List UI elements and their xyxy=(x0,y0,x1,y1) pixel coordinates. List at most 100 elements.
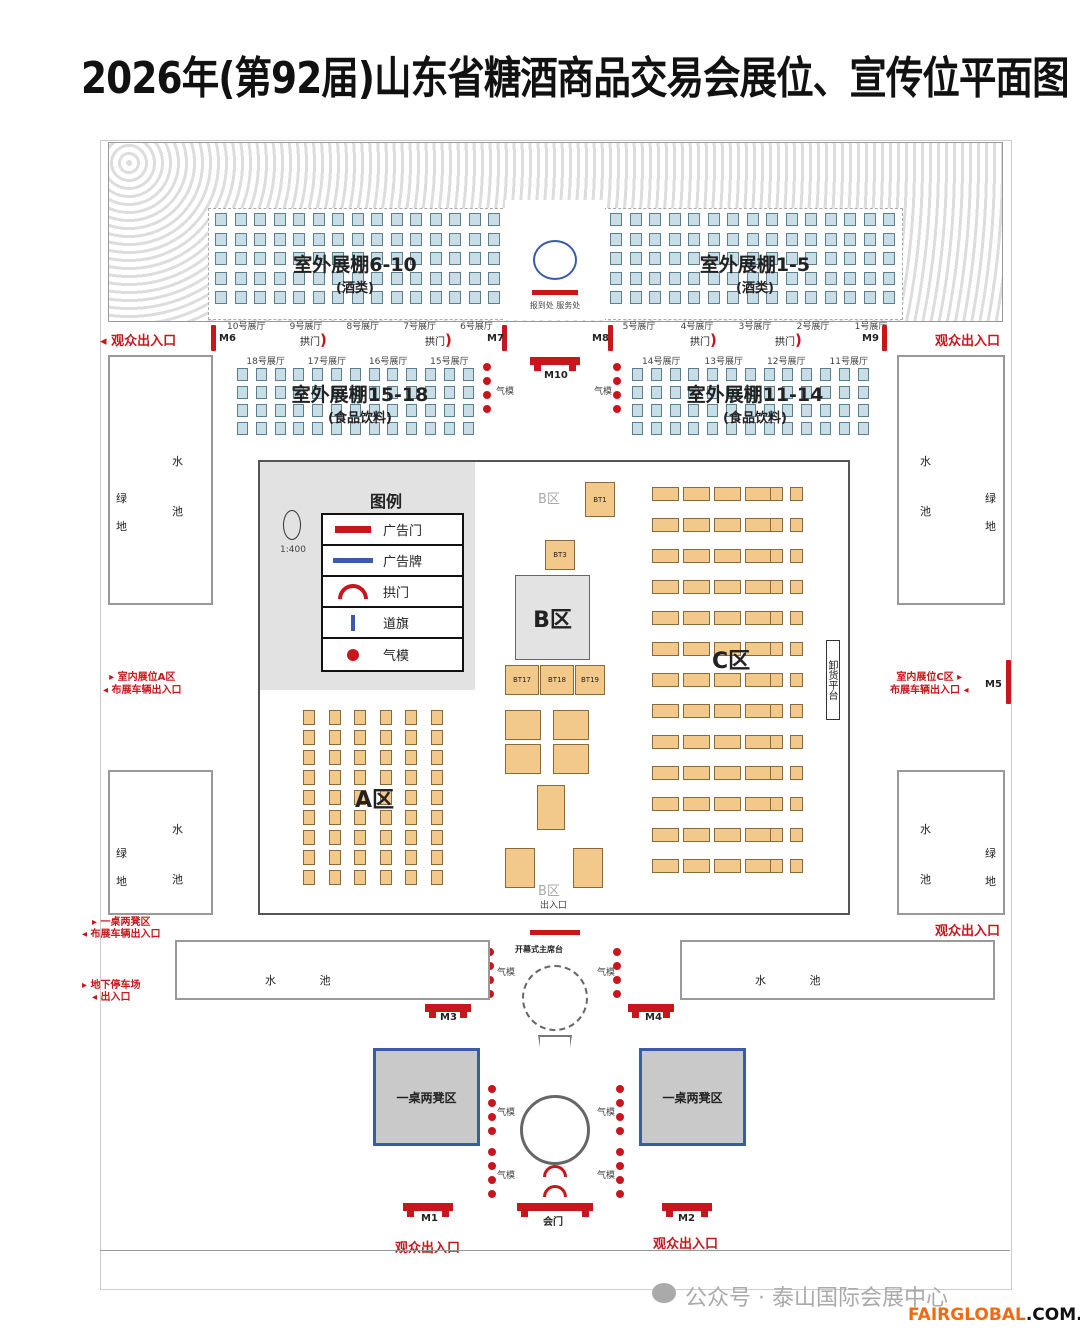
tent-sub: (酒类) xyxy=(736,280,774,296)
balloon-marker xyxy=(488,1127,496,1135)
booth xyxy=(234,213,247,226)
booth xyxy=(328,850,341,865)
pool-se xyxy=(897,770,1005,915)
green-char: 绿 xyxy=(116,847,127,860)
booth xyxy=(328,870,341,885)
balloon-marker xyxy=(613,391,621,399)
booth xyxy=(790,735,803,749)
booth xyxy=(443,386,455,399)
pool-char: 池 xyxy=(809,974,821,987)
booth xyxy=(746,232,759,246)
booth xyxy=(215,271,227,285)
balloon-label: 气模 xyxy=(497,968,516,978)
booth xyxy=(745,673,772,687)
booth xyxy=(745,766,772,780)
booth xyxy=(652,518,679,532)
booth xyxy=(303,750,315,765)
ad-gate-m6 xyxy=(211,325,216,351)
booth xyxy=(303,850,315,865)
booth xyxy=(274,386,286,399)
balloon-marker xyxy=(616,1099,624,1107)
booth xyxy=(390,252,403,265)
balloon-label: 气模 xyxy=(597,1108,616,1118)
booth xyxy=(652,859,679,873)
booth xyxy=(255,386,267,399)
booth xyxy=(770,642,783,656)
ad-gate-m7 xyxy=(502,325,507,351)
booth xyxy=(274,422,286,435)
booth xyxy=(714,704,741,718)
hall-label: 18号展厅 xyxy=(246,357,285,367)
booth xyxy=(683,673,710,687)
booth xyxy=(349,386,361,399)
booth xyxy=(293,422,305,435)
legend-label: 气模 xyxy=(383,649,410,664)
booth xyxy=(688,252,700,265)
booth xyxy=(883,291,895,304)
booth xyxy=(745,797,772,811)
booth xyxy=(632,422,643,435)
balloon-marker xyxy=(613,377,621,385)
booth xyxy=(770,580,783,594)
booth xyxy=(303,810,315,825)
booth xyxy=(410,291,422,304)
booth xyxy=(273,291,286,304)
booth xyxy=(683,828,710,842)
booth xyxy=(354,710,366,725)
booth xyxy=(770,611,783,625)
gate-label-m4: M4 xyxy=(645,1012,662,1023)
booth xyxy=(649,291,661,304)
booth xyxy=(805,232,817,246)
booth xyxy=(707,291,720,304)
booth xyxy=(785,271,798,285)
booth xyxy=(766,291,778,304)
ad-gate-m10 xyxy=(530,357,580,371)
booth xyxy=(649,232,661,246)
booth xyxy=(351,291,364,304)
booth xyxy=(707,386,719,399)
booth xyxy=(387,386,399,399)
booth xyxy=(379,710,392,725)
booth xyxy=(714,518,741,532)
tent-title-1-5: 室外展棚1-5(酒类) xyxy=(650,255,860,297)
booth xyxy=(449,291,461,304)
booth xyxy=(234,271,247,285)
balloon-marker xyxy=(483,391,491,399)
booth xyxy=(683,518,710,532)
booth xyxy=(405,870,417,885)
booth xyxy=(688,422,700,435)
balloon-label: 气模 xyxy=(496,387,515,397)
booth-b: BT18 xyxy=(540,665,574,695)
booth xyxy=(782,404,794,417)
booth xyxy=(745,487,772,501)
booth xyxy=(782,422,794,435)
c-zone-vehicle-entrance: 室内展位C区 ▸布展车辆出入口 ◂ xyxy=(890,672,969,696)
booth xyxy=(669,386,681,399)
booth xyxy=(688,271,700,285)
booth xyxy=(727,252,739,265)
booth xyxy=(354,770,366,785)
site-watermark: FAIRGLOBAL.COM.CN xyxy=(908,1305,1080,1325)
booth xyxy=(293,368,305,381)
booth xyxy=(688,213,700,226)
road-flag-icon xyxy=(351,614,355,631)
booth xyxy=(649,213,661,226)
booth xyxy=(303,730,315,745)
booth xyxy=(303,790,315,805)
booth xyxy=(293,291,305,304)
pool-text-se: 水池 xyxy=(920,805,931,905)
booth xyxy=(629,232,642,246)
booth xyxy=(857,386,869,399)
booth xyxy=(462,368,474,381)
legend-title: 图例 xyxy=(370,492,403,511)
booth xyxy=(820,368,831,381)
booth xyxy=(379,730,392,745)
booth-b: BT1 xyxy=(585,482,615,517)
balloon-marker xyxy=(488,1148,496,1156)
hall-label: 6号展厅 xyxy=(460,322,493,332)
booth xyxy=(863,291,876,304)
parking-entrance: ▸ 地下停车场◂ 出入口 xyxy=(82,980,141,1003)
booth xyxy=(351,271,364,285)
